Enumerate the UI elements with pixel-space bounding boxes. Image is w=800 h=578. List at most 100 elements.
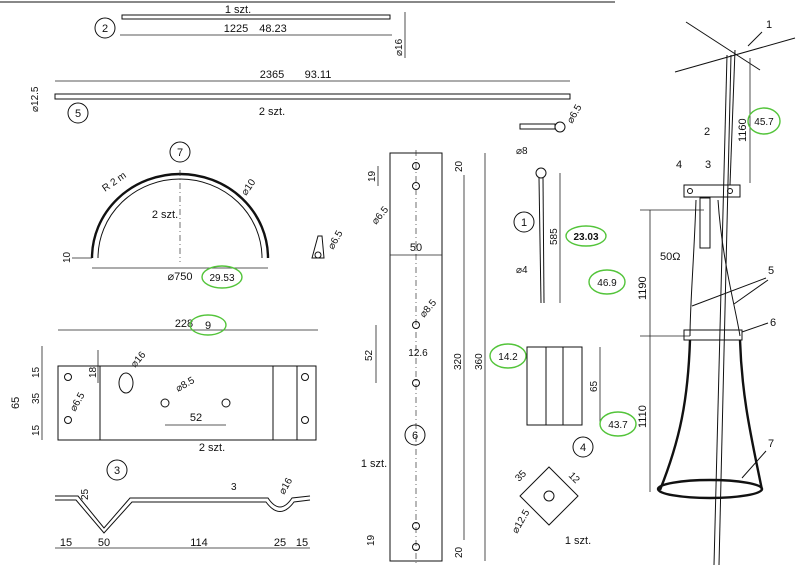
top-margin: 20 [454, 160, 465, 172]
height-top: 15 [31, 366, 42, 378]
hole [412, 321, 420, 329]
length-inches: 93.11 [305, 69, 332, 81]
height-1190: 1190 [637, 276, 649, 300]
hole [412, 182, 420, 190]
bracket-plate: 228 9 65 15 35 15 18 ⌀16 ⌀8.5 ⌀6.5 52 2 … [10, 314, 318, 454]
hole-dia-label: ⌀6.5 [370, 204, 392, 227]
height-value: 65 [589, 380, 600, 392]
square-hole [543, 490, 555, 502]
diameter-top-label: ⌀10 [239, 177, 258, 198]
part-number-circle [572, 436, 594, 458]
part-3-strip: 3 25 3 ⌀16 15 50 114 25 15 [55, 459, 311, 549]
part-number-circle [67, 102, 89, 124]
part-number: 3 [114, 465, 120, 477]
diameter-value: ⌀16 [394, 38, 405, 56]
height-total: 65 [10, 397, 22, 409]
width-25: 25 [274, 537, 286, 549]
depth-label: 25 [80, 488, 91, 500]
width-50: 50 [98, 537, 110, 549]
dipole-lead-left [689, 199, 697, 337]
rod-end-eye [554, 121, 566, 133]
small-hole-dia: ⌀8.5 [174, 375, 197, 395]
coax-balun [699, 197, 711, 249]
height-label: 10 [62, 251, 73, 263]
quantity-label: 2 szt. [199, 442, 225, 454]
height-1160-inches: 45.7 [754, 117, 774, 128]
top-crossbar-2 [685, 21, 761, 71]
leader-1 [747, 31, 763, 47]
part-4-channel: 65 43.7 4 35 12 ⌀12.5 1 szt. [510, 346, 637, 547]
strip-profile [55, 495, 311, 529]
height-320: 320 [453, 353, 464, 370]
mid-spacing: 52 [364, 349, 375, 361]
length-inches: 23.03 [573, 232, 598, 243]
part-number-circle [94, 17, 116, 39]
square-hole-dia: ⌀12.5 [510, 508, 532, 536]
strip-profile-inner [55, 499, 311, 534]
part-number-circle [169, 141, 191, 163]
leader-7 [741, 450, 767, 479]
thickness-label: 3 [231, 482, 237, 493]
height-1110: 1110 [637, 405, 649, 428]
part-7-ring: 7 R 2 m ⌀10 2 szt. 10 ⌀750 29.53 ⌀6.5 [62, 141, 346, 289]
label-6: 6 [770, 317, 776, 329]
hole [221, 398, 231, 408]
offset-label: 18 [88, 366, 99, 378]
part-5-rod: 2365 93.11 ⌀12.5 5 2 szt. ⌀6.5 [30, 69, 585, 133]
height-bottom: 15 [31, 424, 42, 436]
quantity-label: 1 szt. [225, 4, 251, 16]
square-plate [519, 466, 579, 526]
part-number: 4 [580, 442, 586, 454]
pin-eye [535, 167, 547, 179]
hole [412, 522, 420, 530]
clamp-bracket [683, 184, 741, 198]
leader-6 [741, 322, 769, 333]
label-5: 5 [768, 265, 774, 277]
tip-diameter-label: ⌀6.5 [326, 228, 346, 251]
label-3: 3 [705, 159, 711, 171]
quantity-label: 2 szt. [259, 106, 285, 118]
highlight-ellipse [189, 314, 227, 336]
square-edge: 12 [566, 470, 582, 486]
note-14-2: 14.2 [498, 352, 518, 363]
height-mid: 35 [31, 392, 42, 404]
edge-hole-dia: ⌀6.5 [68, 390, 88, 413]
diameter-label: ⌀750 [168, 271, 193, 283]
width-value: 50 [410, 242, 422, 254]
diameter-right-value: ⌀6.5 [565, 102, 585, 125]
width-inches: 9 [205, 320, 211, 332]
hole [64, 416, 72, 424]
antenna-assembly: 1 2 1160 45.7 4 3 1190 50Ω 5 6 1110 7 [637, 19, 796, 566]
square-side: 35 [513, 468, 529, 484]
pin-shaft-edge [542, 177, 545, 304]
hole [301, 373, 309, 381]
shaft-dia-label: ⌀4 [516, 265, 528, 276]
part-number: 1 [521, 217, 527, 229]
part-number-circle [404, 424, 426, 446]
part-number: 7 [177, 147, 183, 159]
note-46-9: 46.9 [597, 278, 617, 289]
length-value: 585 [549, 228, 560, 245]
height-360: 360 [474, 353, 485, 370]
quantity-label: 1 szt. [565, 535, 591, 547]
label-7: 7 [768, 438, 774, 450]
part-number: 5 [75, 108, 81, 120]
curve-dia-label: ⌀16 [277, 476, 295, 497]
rod-2 [729, 49, 736, 186]
hole [301, 416, 309, 424]
length-value: 1225 [224, 23, 248, 35]
highlight-ellipse [489, 343, 527, 369]
hole [412, 543, 420, 551]
label-1: 1 [766, 19, 772, 31]
large-hole [118, 372, 134, 394]
length-inches: 48.23 [259, 23, 287, 35]
inch-note: 12.6 [408, 348, 428, 359]
part-1-pin: ⌀8 1 585 23.03 ⌀4 [513, 146, 607, 304]
spacing-value: 52 [190, 412, 202, 424]
leader-5b [733, 279, 769, 305]
width-15-left: 15 [60, 537, 72, 549]
hole [160, 398, 170, 408]
diameter-left-value: ⌀12.5 [30, 86, 41, 112]
large-hole-dia: ⌀16 [129, 349, 149, 370]
